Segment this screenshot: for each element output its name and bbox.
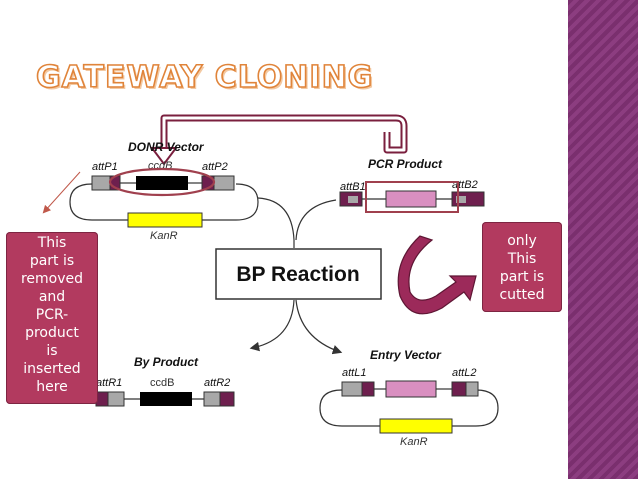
right-callout-text: only This part is cutted [499,233,545,303]
entry-kanr-label: KanR [400,436,428,448]
curved-arrow-icon [397,235,477,315]
bp-reaction-label: BP Reaction [236,263,359,286]
donr-attp2-grey-segment [213,175,235,191]
left-callout: This part is removed and PCR- product is… [6,232,98,404]
by-attr2-grey-segment [203,391,221,407]
by-ccdb-label: ccdB [150,377,174,389]
left-callout-text: This part is removed and PCR- product is… [20,235,84,395]
insertion-pointer-arrow [150,114,408,166]
entry-insert-gene [385,380,437,398]
decorative-sidebar [568,0,638,479]
entry-attl1-grey-segment [341,381,363,397]
entry-vector: Entry Vector attL1 attL2 KanR [319,348,499,448]
pcr-insert-gene [385,190,437,208]
donr-kanr-label: KanR [150,230,178,242]
by-ccdb-gene [140,392,192,406]
donr-attp1-label: attP1 [92,161,118,173]
entry-attl2-dark-segment [451,381,467,397]
donr-vector: DONR Vector attP1 ccdB attP2 KanR [69,140,259,242]
pcr-attb2-label: attB2 [452,179,478,191]
donr-attp1-grey-segment [91,175,111,191]
donr-kanr-gene [127,212,203,228]
entry-vector-label: Entry Vector [370,348,442,362]
by-attr2-dark-segment [219,391,235,407]
entry-attl2-label: attL2 [452,367,476,379]
pcr-product: PCR Product attB1 attB2 [339,157,485,213]
donr-ccdb-gene [136,176,188,190]
by-attr1-grey-segment [107,391,125,407]
donr-attp2-label: attP2 [202,161,228,173]
by-attr2-label: attR2 [204,377,230,389]
entry-kanr-gene [379,418,453,434]
by-product: By Product attR1 ccdB attR2 [95,355,235,407]
by-attr1-label: attR1 [96,377,122,389]
slide-title: GATEWAY CLONING [35,59,374,96]
entry-attl1-dark-segment [361,381,375,397]
pcr-highlight-box [365,181,459,213]
donr-highlight-ring [108,167,216,197]
donr-vector-label: DONR Vector [128,140,205,154]
by-product-label: By Product [134,355,199,369]
left-callout-pointer [42,171,81,214]
entry-attl1-label: attL1 [342,367,366,379]
reaction-arrows [249,197,343,355]
pcr-attb1-label: attB1 [340,181,366,193]
entry-attl2-grey-segment [465,381,479,397]
pcr-product-label: PCR Product [368,157,443,171]
right-callout: only This part is cutted [482,222,562,312]
bp-reaction-box: BP Reaction [215,248,382,300]
